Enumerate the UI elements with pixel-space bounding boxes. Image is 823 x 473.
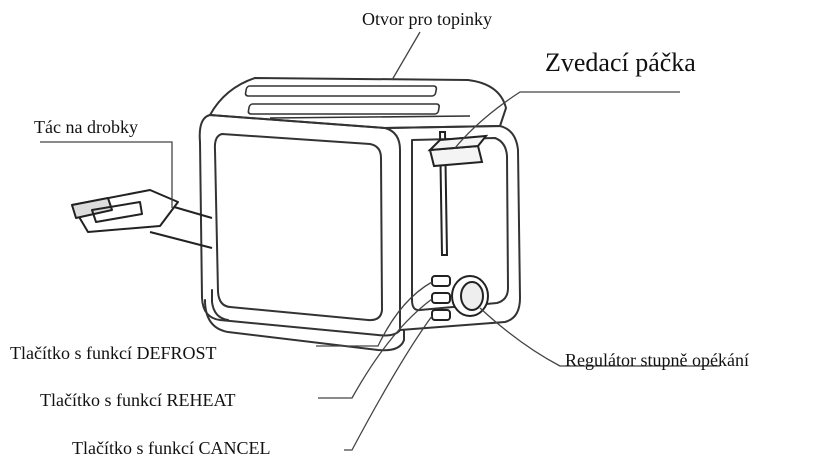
label-bread-slot: Otvor pro topinky bbox=[362, 9, 492, 29]
lever-handle-top bbox=[427, 134, 489, 152]
leader-browning bbox=[479, 307, 720, 367]
crumb-tray-shape bbox=[71, 189, 213, 249]
toaster-body bbox=[198, 77, 521, 352]
toaster-front-face bbox=[198, 114, 401, 337]
slot-one bbox=[244, 85, 438, 97]
toaster-foot bbox=[211, 289, 229, 321]
toaster-top bbox=[209, 77, 507, 129]
tray-rail-bottom bbox=[149, 231, 213, 249]
lift-lever bbox=[427, 131, 489, 256]
tray-grip bbox=[91, 201, 143, 223]
leader-bread-slot bbox=[391, 31, 421, 81]
leader-crumb-tray bbox=[40, 141, 173, 208]
browning-knob bbox=[451, 275, 489, 317]
bread-slots bbox=[244, 85, 471, 119]
slot-rail bbox=[269, 115, 471, 119]
control-buttons bbox=[431, 275, 451, 321]
label-defrost-button: Tlačítko s funkcí DEFROST bbox=[10, 343, 217, 363]
toaster-base bbox=[204, 299, 405, 352]
toaster-side-recess bbox=[411, 137, 509, 312]
leader-defrost bbox=[316, 281, 433, 347]
reheat-btn-shape bbox=[431, 292, 451, 304]
lever-slot bbox=[438, 131, 449, 256]
label-crumb-tray: Tác na drobky bbox=[34, 117, 138, 137]
label-browning-control: Regulátor stupně opékání bbox=[565, 350, 749, 370]
tray-handle bbox=[71, 197, 113, 219]
slot-two bbox=[247, 103, 440, 115]
label-cancel-button: Tlačítko s funkcí CANCEL bbox=[72, 438, 271, 458]
label-reheat-button: Tlačítko s funkcí REHEAT bbox=[40, 390, 236, 410]
leader-reheat bbox=[318, 298, 433, 399]
label-lift-lever: Zvedací páčka bbox=[545, 48, 696, 77]
leader-lift-lever bbox=[454, 91, 680, 149]
toaster-side bbox=[384, 125, 521, 331]
leader-lines bbox=[40, 31, 720, 451]
leader-cancel bbox=[344, 315, 433, 451]
toaster-front-panel bbox=[213, 133, 383, 322]
knob-inner bbox=[460, 281, 484, 311]
defrost-btn-shape bbox=[431, 275, 451, 287]
cancel-btn-shape bbox=[431, 309, 451, 321]
